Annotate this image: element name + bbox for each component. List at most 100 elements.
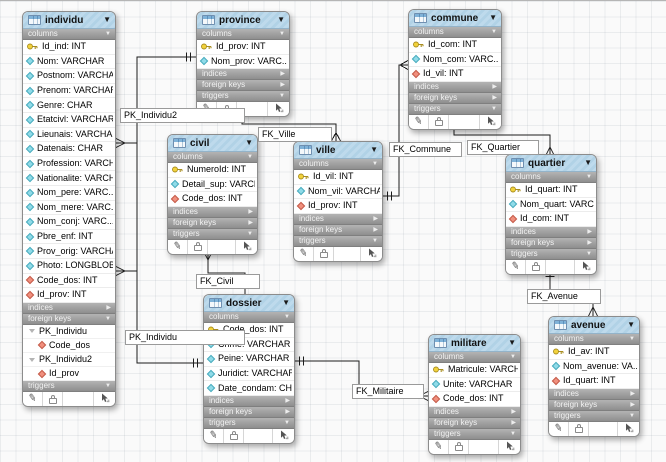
- column-row-nom_prov[interactable]: Nom_prov: VARC...: [197, 54, 289, 70]
- column-row-nom_mere[interactable]: Nom_mere: VARC...: [23, 200, 115, 216]
- column-row-profession[interactable]: Profession: VARCHAR: [23, 156, 115, 172]
- column-row-nom_quart[interactable]: Nom_quart: VARC...: [506, 197, 596, 213]
- table-header[interactable]: avenue▼: [549, 317, 639, 334]
- lock-button[interactable]: [314, 246, 334, 261]
- pointer-mode-button[interactable]: [361, 247, 382, 261]
- column-row-nom_conj[interactable]: Nom_conj: VARC...: [23, 215, 115, 230]
- column-row-etatcivl[interactable]: Etatcivl: VARCHAR: [23, 112, 115, 128]
- section-triggers-bar[interactable]: triggers▼: [506, 248, 596, 260]
- pointer-mode-button[interactable]: [268, 102, 289, 116]
- foreign-key-row-pk_individu2[interactable]: PK_Individu2: [23, 353, 115, 368]
- relationship-label-fk_militaire[interactable]: FK_Militaire: [352, 384, 424, 399]
- collapse-arrow-icon[interactable]: ▼: [489, 13, 497, 22]
- relationship-fk-commune[interactable]: [383, 60, 409, 201]
- relationship-label-fk_quartier[interactable]: FK_Quartier: [467, 140, 539, 155]
- collapse-arrow-icon[interactable]: ▼: [103, 15, 111, 24]
- section-indices-bar[interactable]: indices▶: [549, 388, 639, 400]
- section-columns-bar[interactable]: columns▼: [23, 29, 115, 40]
- pointer-mode-button[interactable]: [575, 260, 596, 274]
- edit-pencil-button[interactable]: ✎: [549, 421, 569, 436]
- table-header[interactable]: quartier▼: [506, 155, 596, 172]
- pointer-mode-button[interactable]: [618, 422, 639, 436]
- section-triggers-bar[interactable]: triggers▼: [204, 417, 294, 429]
- edit-pencil-button[interactable]: ✎: [506, 259, 526, 274]
- section-columns-bar[interactable]: columns▼: [429, 352, 520, 363]
- column-row-unite[interactable]: Unite: VARCHAR: [429, 377, 520, 393]
- relationship-fk-ville[interactable]: [237, 106, 341, 142]
- pointer-mode-button[interactable]: [499, 440, 520, 454]
- relationship-label-fk_commune[interactable]: FK_Commune: [389, 142, 462, 157]
- lock-button[interactable]: [526, 259, 546, 274]
- section-foreign-keys-bar[interactable]: foreign keys▶: [204, 406, 294, 418]
- section-indices-bar[interactable]: indices▶: [506, 226, 596, 238]
- collapse-arrow-icon[interactable]: ▼: [282, 298, 290, 307]
- relationship-label-pk_individu[interactable]: PK_Individu: [125, 330, 245, 345]
- section-indices-bar[interactable]: indices▶: [204, 395, 294, 407]
- lock-button[interactable]: [429, 114, 449, 129]
- foreign-key-column-row[interactable]: Id_prov: [23, 367, 115, 382]
- relationship-fk-quartier[interactable]: [449, 118, 555, 157]
- edit-pencil-button[interactable]: ✎: [429, 439, 449, 454]
- section-foreign-keys-bar[interactable]: foreign keys▶: [168, 217, 257, 229]
- relationship-pk-individu[interactable]: [115, 266, 203, 368]
- column-row-nationalite[interactable]: Nationalite: VARCHAR: [23, 171, 115, 186]
- column-row-nom_vil[interactable]: Nom_vil: VARCHAR: [294, 184, 382, 200]
- column-row-id_quart[interactable]: Id_quart: INT: [506, 183, 596, 198]
- lock-button[interactable]: [188, 239, 208, 254]
- edit-pencil-button[interactable]: ✎: [23, 392, 43, 407]
- column-row-date_condam[interactable]: Date_condam: CHAR: [204, 381, 294, 396]
- lock-button[interactable]: [569, 421, 589, 436]
- collapse-arrow-icon[interactable]: ▼: [627, 320, 635, 329]
- column-row-matricule[interactable]: Matricule: VARCHAR: [429, 363, 520, 378]
- relationship-label-fk_civil[interactable]: FK_Civil: [196, 274, 260, 289]
- column-row-juridict[interactable]: Juridict: VARCHAR: [204, 366, 294, 382]
- collapse-arrow-icon[interactable]: ▼: [277, 15, 285, 24]
- column-row-id_av[interactable]: Id_av: INT: [549, 345, 639, 360]
- section-foreign-keys-bar[interactable]: foreign keys▶: [506, 237, 596, 249]
- collapse-arrow-icon[interactable]: ▼: [245, 138, 253, 147]
- table-header[interactable]: civil▼: [168, 135, 257, 152]
- section-indices-bar[interactable]: indices▶: [294, 213, 382, 225]
- lock-button[interactable]: [449, 439, 469, 454]
- column-row-lieunais[interactable]: Lieunais: VARCHAR: [23, 127, 115, 143]
- relationship-label-fk_avenue[interactable]: FK_Avenue: [527, 289, 601, 304]
- column-row-id_quart[interactable]: Id_quart: INT: [549, 374, 639, 389]
- section-indices-bar[interactable]: indices▶: [409, 81, 501, 93]
- section-indices-bar[interactable]: indices▶: [197, 69, 289, 81]
- pointer-mode-button[interactable]: [273, 429, 294, 443]
- section-triggers-bar[interactable]: triggers▼: [549, 410, 639, 422]
- lock-button[interactable]: [224, 428, 244, 443]
- section-columns-bar[interactable]: columns▼: [204, 312, 294, 323]
- expander-triangle-icon[interactable]: [29, 329, 35, 334]
- column-row-nom_pere[interactable]: Nom_pere: VARC...: [23, 185, 115, 201]
- section-foreign-keys-bar[interactable]: foreign keys▼: [23, 313, 115, 325]
- column-row-nom_avenue[interactable]: Nom_avenue: VA...: [549, 359, 639, 375]
- column-row-id_prov[interactable]: Id_prov: INT: [197, 40, 289, 55]
- edit-pencil-button[interactable]: ✎: [294, 246, 314, 261]
- section-columns-bar[interactable]: columns▼: [549, 334, 639, 345]
- table-header[interactable]: ville▼: [294, 142, 382, 159]
- section-indices-bar[interactable]: indices▶: [429, 406, 520, 418]
- column-row-photo[interactable]: Photo: LONGBLOB: [23, 258, 115, 274]
- column-row-id_vil[interactable]: Id_vil: INT: [294, 170, 382, 185]
- foreign-key-column-row[interactable]: Code_dos: [23, 338, 115, 354]
- column-row-id_com[interactable]: Id_com: INT: [506, 212, 596, 227]
- column-row-id_com[interactable]: Id_com: INT: [409, 38, 501, 53]
- pointer-mode-button[interactable]: [94, 392, 115, 406]
- section-foreign-keys-bar[interactable]: foreign keys▶: [197, 80, 289, 92]
- section-indices-bar[interactable]: indices▶: [168, 206, 257, 218]
- column-row-datenais[interactable]: Datenais: CHAR: [23, 142, 115, 157]
- section-foreign-keys-bar[interactable]: foreign keys▶: [429, 417, 520, 429]
- edit-pencil-button[interactable]: ✎: [204, 428, 224, 443]
- section-foreign-keys-bar[interactable]: foreign keys▶: [549, 399, 639, 411]
- section-columns-bar[interactable]: columns▼: [506, 172, 596, 183]
- column-row-code_dos[interactable]: Code_dos: INT: [23, 273, 115, 289]
- section-triggers-bar[interactable]: triggers▼: [168, 228, 257, 240]
- column-row-detail_sup[interactable]: Detail_sup: VARCHAR: [168, 177, 257, 193]
- column-row-postnom[interactable]: Postnom: VARCHAR: [23, 69, 115, 84]
